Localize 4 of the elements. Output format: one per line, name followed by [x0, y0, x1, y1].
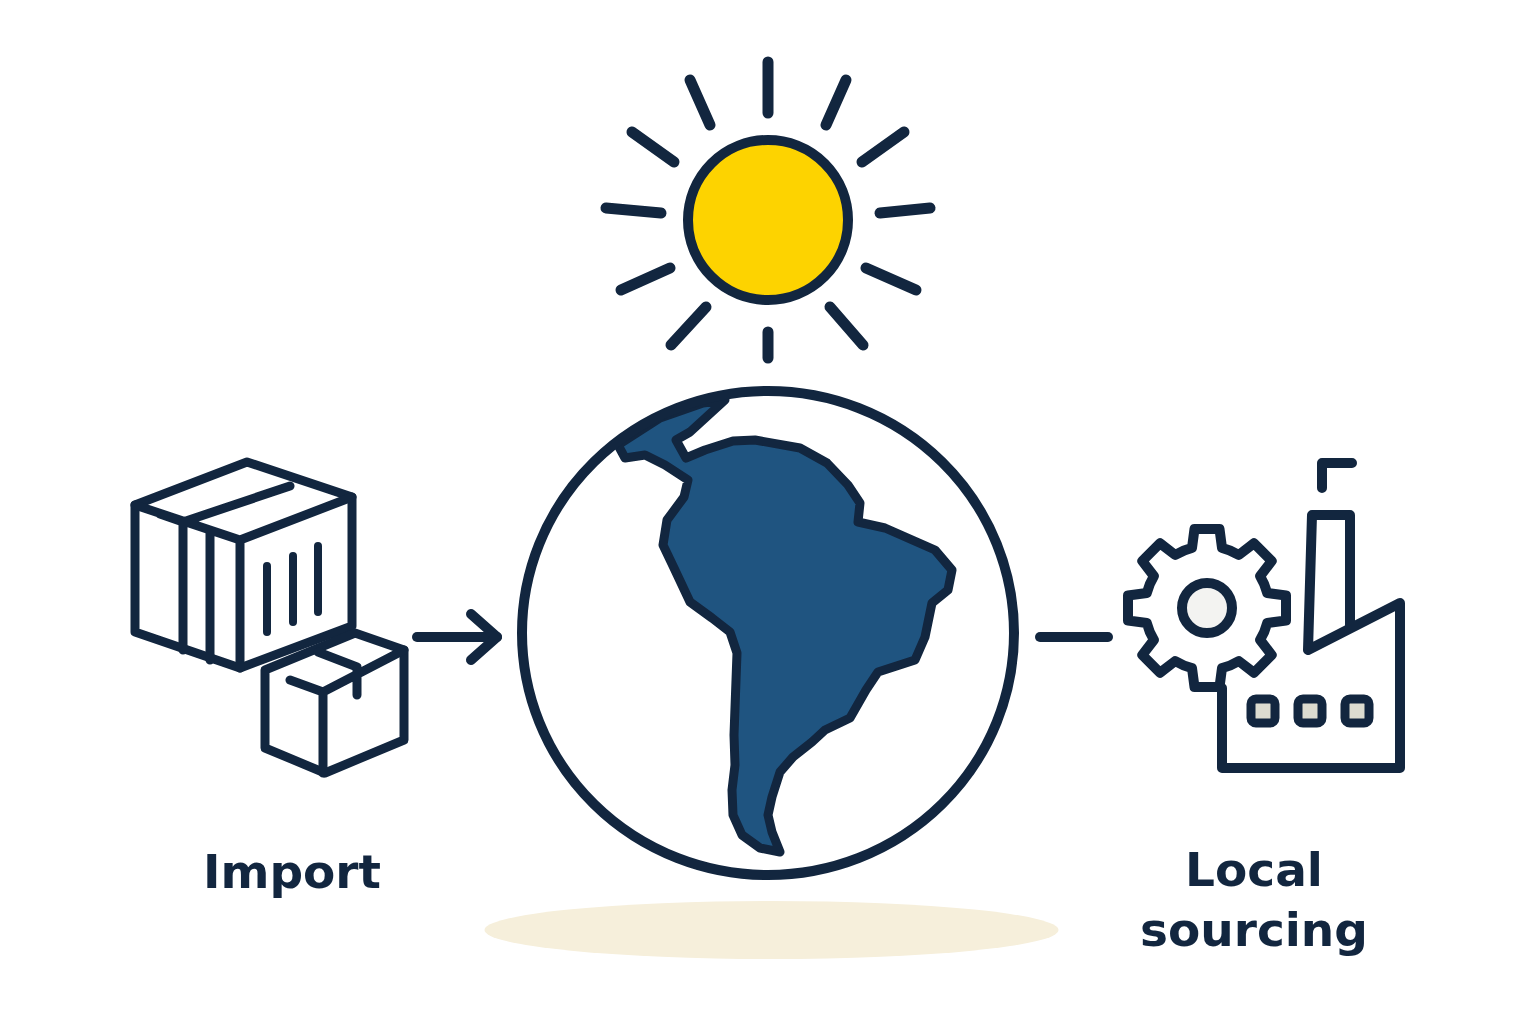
- node-label: Local sourcing: [1139, 841, 1369, 959]
- arrow: [412, 609, 502, 665]
- node-label: Import: [201, 843, 382, 901]
- connector-line: [1035, 632, 1113, 642]
